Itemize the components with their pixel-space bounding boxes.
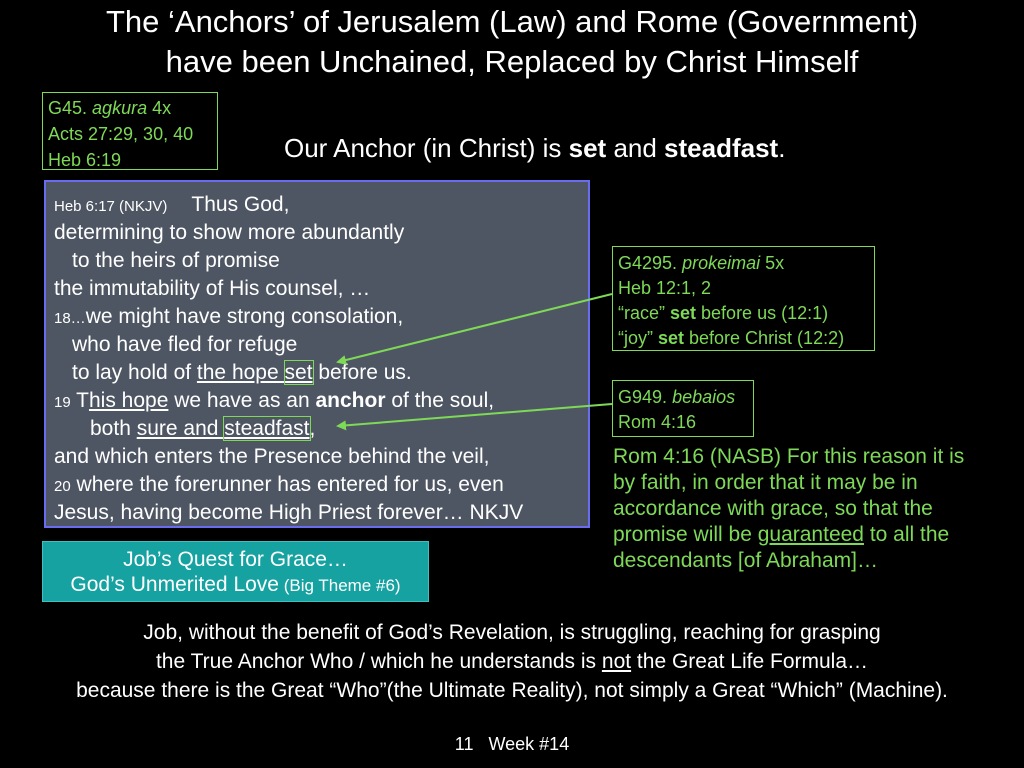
greek-word-box-g45: G45. agkura 4x Acts 27:29, 30, 40 Heb 6:…	[42, 92, 218, 170]
title-line-1: The ‘Anchors’ of Jerusalem (Law) and Rom…	[105, 4, 919, 39]
greek-word: agkura	[92, 98, 148, 118]
strongs-code: G45.	[48, 98, 88, 118]
set-word: set	[568, 133, 607, 163]
arrow-to-set	[336, 293, 613, 365]
passage-reference: Heb 6:17 (NKJV)	[54, 198, 168, 215]
verse-number-19: 19	[54, 394, 71, 411]
steadfast-word: steadfast	[664, 133, 779, 163]
verse-number-20: 20	[54, 478, 71, 495]
week-label: Week #14	[488, 734, 570, 754]
greek-word-box-g4295: G4295. prokeimai 5x Heb 12:1, 2 “race” s…	[612, 246, 875, 351]
scripture-passage-box: Heb 6:17 (NKJV)Thus God, determining to …	[44, 180, 590, 528]
highlight-set: set	[283, 360, 314, 385]
occurrence-count: 4x	[152, 98, 172, 118]
reference-2: Heb 6:19	[48, 150, 122, 170]
slide-footer: 11 Week #14	[0, 734, 1024, 755]
romans-quote: Rom 4:16 (NASB) For this reason it is by…	[613, 445, 965, 572]
anchor-statement: Our Anchor (in Christ) is set and steadf…	[284, 133, 786, 163]
job-summary: Job, without the benefit of God’s Revela…	[76, 621, 948, 702]
greek-word-box-g949: G949. bebaios Rom 4:16	[612, 380, 754, 437]
page-number: 11	[454, 734, 474, 754]
anchor-word: anchor	[315, 389, 386, 412]
verse-number-18: 18…	[54, 310, 86, 327]
theme-box: Job’s Quest for Grace… God’s Unmerited L…	[42, 541, 429, 602]
reference-1: Acts 27:29, 30, 40	[48, 124, 194, 144]
highlight-steadfast: steadfast	[223, 416, 311, 441]
slide-title: The ‘Anchors’ of Jerusalem (Law) and Rom…	[0, 2, 1024, 82]
title-line-2: have been Unchained, Replaced by Christ …	[165, 44, 859, 79]
arrow-to-steadfast	[336, 403, 613, 431]
